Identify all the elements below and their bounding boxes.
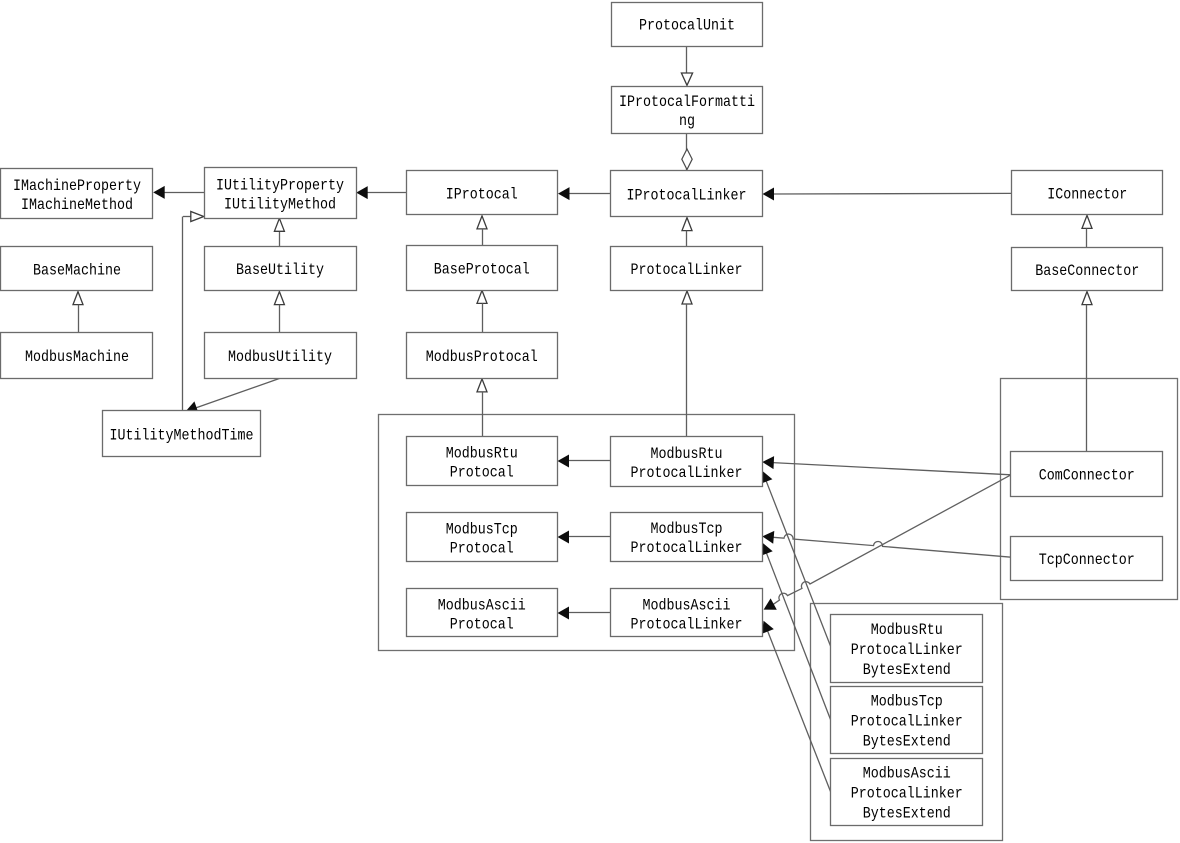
svg-text:BaseProtocal: BaseProtocal [434, 260, 530, 278]
svg-text:Protocal: Protocal [450, 540, 514, 558]
svg-text:ProtocalLinker: ProtocalLinker [851, 784, 963, 802]
svg-text:ModbusTcp: ModbusTcp [651, 520, 723, 538]
svg-text:ProtocalLinker: ProtocalLinker [631, 615, 743, 633]
svg-text:BytesExtend: BytesExtend [863, 661, 951, 679]
svg-text:ModbusUtility: ModbusUtility [228, 348, 332, 366]
svg-text:IMachineMethod: IMachineMethod [21, 196, 133, 214]
svg-text:BaseUtility: BaseUtility [236, 261, 324, 279]
svg-text:IConnector: IConnector [1047, 186, 1127, 204]
svg-text:IProtocalFormatti: IProtocalFormatti [619, 93, 755, 111]
svg-text:ModbusAscii: ModbusAscii [863, 764, 951, 782]
svg-text:BaseConnector: BaseConnector [1035, 262, 1139, 280]
svg-text:ModbusRtu: ModbusRtu [446, 445, 518, 463]
svg-text:IMachineProperty: IMachineProperty [13, 177, 141, 195]
svg-text:ModbusMachine: ModbusMachine [25, 348, 129, 366]
svg-text:ModbusProtocal: ModbusProtocal [426, 348, 538, 366]
svg-text:ProtocalLinker: ProtocalLinker [851, 712, 963, 730]
svg-text:ModbusTcp: ModbusTcp [871, 692, 943, 710]
svg-text:ng: ng [679, 112, 695, 130]
svg-text:ComConnector: ComConnector [1039, 467, 1135, 485]
svg-text:ProtocalLinker: ProtocalLinker [631, 464, 743, 482]
svg-text:ModbusAscii: ModbusAscii [643, 596, 731, 614]
svg-text:Protocal: Protocal [450, 615, 514, 633]
svg-text:ModbusRtu: ModbusRtu [871, 621, 943, 639]
svg-text:ModbusTcp: ModbusTcp [446, 521, 518, 539]
svg-text:Protocal: Protocal [450, 464, 514, 482]
svg-text:TcpConnector: TcpConnector [1039, 551, 1135, 569]
svg-text:BaseMachine: BaseMachine [33, 261, 121, 279]
svg-text:IUtilityMethod: IUtilityMethod [224, 195, 336, 213]
svg-text:ModbusRtu: ModbusRtu [651, 445, 723, 463]
svg-text:IUtilityProperty: IUtilityProperty [216, 176, 344, 194]
svg-text:BytesExtend: BytesExtend [863, 732, 951, 750]
svg-text:ProtocalLinker: ProtocalLinker [851, 641, 963, 659]
svg-text:BytesExtend: BytesExtend [863, 804, 951, 822]
svg-text:IProtocalLinker: IProtocalLinker [627, 187, 747, 205]
svg-text:ProtocalLinker: ProtocalLinker [631, 539, 743, 557]
svg-text:ModbusAscii: ModbusAscii [438, 596, 526, 614]
svg-text:IProtocal: IProtocal [446, 186, 518, 204]
svg-text:IUtilityMethodTime: IUtilityMethodTime [110, 426, 254, 444]
svg-text:ProtocalUnit: ProtocalUnit [639, 17, 735, 35]
svg-text:ProtocalLinker: ProtocalLinker [631, 261, 743, 279]
